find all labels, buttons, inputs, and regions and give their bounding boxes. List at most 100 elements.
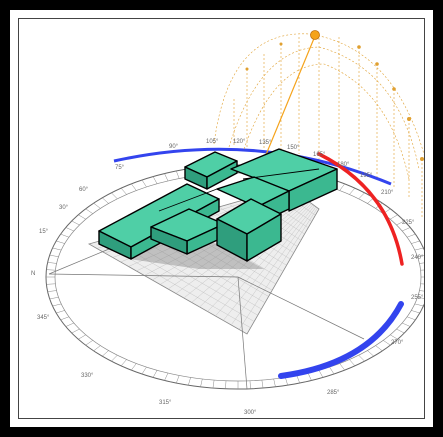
compass-tick	[141, 366, 147, 375]
sun-hour-markers	[245, 42, 424, 161]
compass-tick	[52, 303, 62, 307]
compass-tick	[78, 334, 86, 340]
compass-tick	[339, 363, 345, 371]
compass-tick	[273, 378, 276, 387]
sun-path-dome	[213, 33, 424, 219]
compass-label: 240°	[411, 255, 424, 261]
compass-tick	[249, 380, 251, 389]
compass-tick	[60, 316, 70, 321]
compass-tick	[200, 378, 203, 387]
compass-radial-lines	[48, 248, 365, 390]
compass-tick	[47, 290, 57, 292]
compass-label: 225°	[402, 220, 415, 226]
compass-label: 120°	[233, 139, 246, 145]
compass-tick	[349, 187, 356, 195]
compass-tick	[111, 355, 118, 362]
compass-tick	[396, 220, 405, 226]
compass-tick	[120, 187, 127, 195]
grid-line	[231, 206, 317, 326]
compass-label: 210°	[381, 190, 394, 196]
compass-tick	[85, 208, 93, 214]
compass-label: 150°	[287, 145, 300, 151]
grid-line	[215, 204, 314, 317]
compass-label: 30°	[59, 205, 69, 211]
compass-tick	[402, 227, 411, 232]
compass-tick	[406, 316, 416, 321]
compass-tick	[375, 345, 383, 352]
compass-label: N	[31, 271, 35, 277]
compass-tick	[65, 227, 74, 232]
compass-tick	[71, 328, 80, 334]
compass-tick	[120, 359, 127, 367]
compass-tick	[358, 355, 365, 362]
compass-label: 345°	[37, 315, 50, 321]
compass-tick	[49, 297, 59, 300]
grid-line	[223, 205, 315, 321]
compass-tick	[188, 377, 191, 386]
summer-sun-arc	[317, 152, 404, 266]
compass-tick	[152, 370, 158, 378]
compass-tick	[414, 303, 424, 307]
compass-label: 195°	[360, 173, 373, 179]
compass-tick	[65, 322, 74, 327]
compass-tick	[176, 375, 180, 384]
compass-tick	[296, 375, 300, 384]
compass-tick	[349, 359, 356, 367]
compass-label: 75°	[115, 165, 125, 171]
compass-tick	[411, 310, 420, 314]
compass-tick	[396, 328, 405, 334]
compass-label: 105°	[206, 139, 219, 145]
compass-tick	[176, 170, 180, 179]
compass-labels: 30° 60° 75° 90° 105° 120° 135° 150° 165°…	[31, 139, 424, 416]
building-massing[interactable]	[98, 148, 338, 269]
compass-tick	[225, 380, 227, 389]
compass-tick	[318, 370, 324, 378]
compass-tick	[390, 334, 398, 340]
compass-tick	[417, 255, 424, 257]
compass-tick	[420, 283, 424, 285]
compass-tick	[383, 340, 391, 346]
compass-label: 285°	[327, 390, 340, 396]
compass-tick	[406, 233, 416, 238]
compass-label: 180°	[337, 162, 350, 168]
compass-tick	[93, 202, 101, 209]
compass-tick	[164, 372, 169, 381]
compass-tick	[93, 345, 101, 352]
compass-tick	[56, 240, 65, 244]
compass-tick	[102, 350, 109, 357]
sun-icon[interactable]	[310, 30, 320, 40]
compass-tick	[49, 254, 59, 257]
compass-tick	[414, 247, 424, 251]
compass-label: 300°	[244, 410, 257, 416]
compass-tick	[52, 247, 62, 251]
compass-tick	[339, 183, 345, 191]
compass-tick	[367, 350, 374, 357]
compass-label: 60°	[79, 187, 89, 193]
compass-label: 135°	[259, 140, 272, 146]
compass-tick	[419, 290, 424, 292]
compass-tick	[111, 192, 118, 199]
grid-line	[238, 207, 318, 330]
compass-tick	[71, 220, 80, 226]
compass-tick	[411, 240, 420, 244]
compass-tick	[85, 340, 93, 346]
compass-label: 330°	[81, 373, 94, 379]
compass-label: 15°	[39, 229, 49, 235]
compass-tick	[419, 262, 424, 264]
grid-line	[207, 203, 312, 312]
compass-label: 90°	[169, 144, 179, 150]
compass-tick	[56, 310, 65, 314]
compass-tick	[212, 380, 215, 389]
compass-tick	[47, 262, 57, 264]
compass-tick	[131, 363, 137, 371]
scene-canvas[interactable]: 30° 60° 75° 90° 105° 120° 135° 150° 165°…	[18, 18, 425, 419]
compass-tick	[329, 366, 335, 375]
compass-tick	[285, 377, 288, 386]
compass-tick	[307, 372, 312, 381]
compass-tick	[261, 380, 264, 389]
compass-tick	[164, 173, 169, 182]
compass-tick	[420, 269, 424, 271]
compass-tick	[46, 283, 56, 285]
compass-tick	[402, 322, 411, 327]
